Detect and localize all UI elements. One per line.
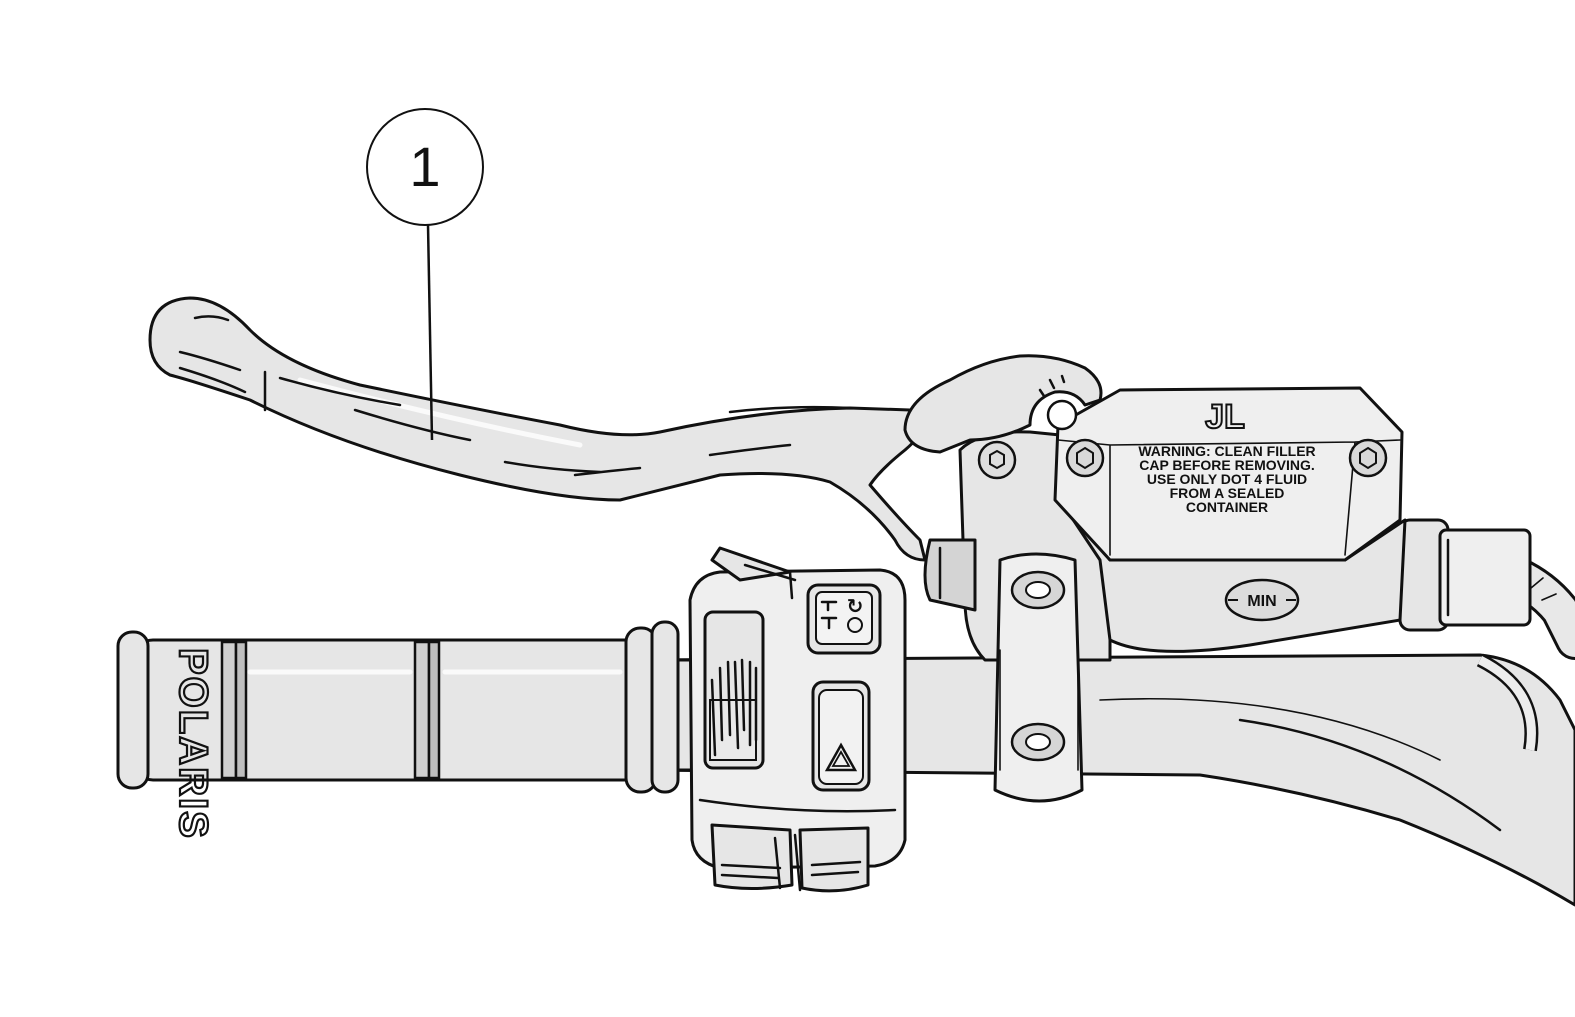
- gear-icon: [847, 617, 863, 633]
- hazard-button[interactable]: ⚠: [811, 680, 871, 792]
- grip-brand-text: POLARIS: [171, 648, 215, 840]
- warning-line-4: FROM A SEALED: [1170, 485, 1285, 501]
- callout-circle: [366, 108, 484, 226]
- cap-logo: JL: [1205, 398, 1245, 436]
- handlebar-clamp: [993, 552, 1084, 803]
- start-icon: ↻: [847, 596, 864, 618]
- warning-line-2: CAP BEFORE REMOVING.: [1139, 457, 1315, 473]
- cap-screw-right: [1348, 438, 1388, 478]
- pivot-bolt: [977, 440, 1017, 480]
- start-button[interactable]: ↻: [806, 583, 882, 655]
- adjuster-hole: [1046, 399, 1078, 431]
- brake-fluid-reservoir: MIN: [1058, 498, 1407, 653]
- lower-switch-cluster[interactable]: [710, 823, 870, 893]
- warning-line-3: USE ONLY DOT 4 FLUID: [1147, 471, 1307, 487]
- grip-end-cap: [116, 630, 150, 790]
- hazard-triangle-icon: [824, 742, 858, 772]
- maker-badge-text: MIN: [1247, 593, 1276, 610]
- callout-number: 1: [409, 135, 440, 198]
- callout-leader-line: [426, 224, 434, 441]
- cap-screw-left: [1065, 438, 1105, 478]
- reservoir-cap: JL WARNING: CLEAN FILLER CAP BEFORE REMO…: [1053, 386, 1404, 562]
- mode-marks-icon: [820, 600, 838, 630]
- handgrip: POLARIS: [116, 620, 702, 841]
- kill-switch-rocker: [710, 658, 758, 757]
- warning-line-5: CONTAINER: [1186, 499, 1268, 515]
- callout-1: 1: [366, 108, 484, 441]
- cap-warning-text: WARNING: CLEAN FILLER CAP BEFORE REMOVIN…: [1138, 443, 1315, 515]
- grip-ridges: [220, 640, 441, 780]
- brake-lever: [148, 296, 1103, 562]
- warning-line-1: WARNING: CLEAN FILLER: [1138, 443, 1315, 459]
- lever-pivot-end: [1438, 528, 1532, 627]
- maker-badge: MIN: [1224, 578, 1300, 622]
- switch-housing: ↻ ⚠: [688, 546, 907, 893]
